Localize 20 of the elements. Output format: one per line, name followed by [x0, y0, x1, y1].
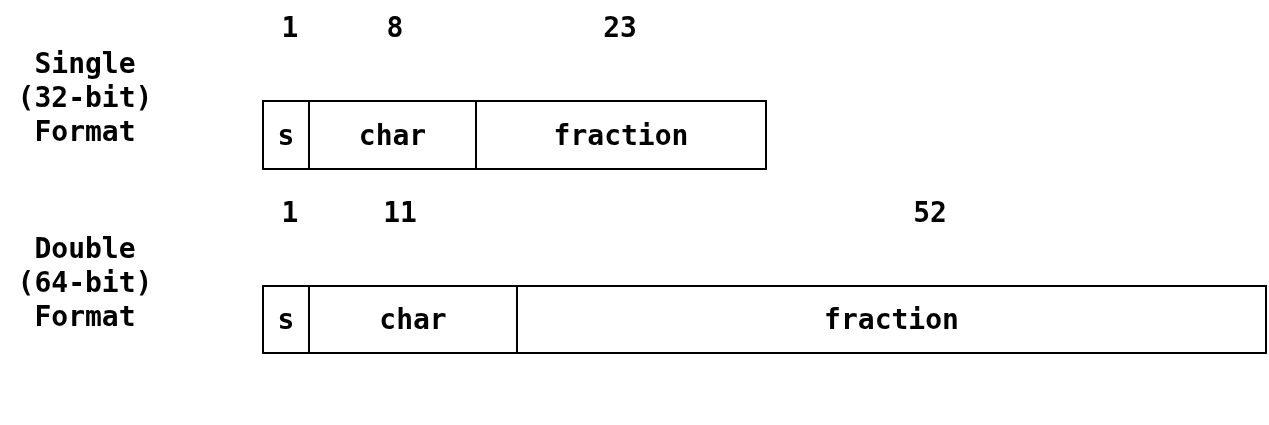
sign-field: [262, 100, 310, 170]
field-name: fraction: [824, 303, 959, 336]
bit-count: 52: [913, 196, 947, 230]
field-name: fraction: [553, 118, 689, 152]
bit-count: 23: [603, 11, 637, 45]
field-name: char: [379, 303, 447, 336]
bit-count: 1: [281, 11, 299, 45]
bit-count: 8: [386, 11, 404, 45]
field-name: s: [277, 118, 295, 152]
format-label: Single (32-bit) Format: [16, 47, 154, 149]
format-label: Double (64-bit) Format: [16, 232, 154, 334]
sign-field: [262, 285, 310, 354]
exponent-field: [308, 285, 518, 354]
field-name: s: [277, 303, 295, 336]
fraction-field: [475, 100, 767, 170]
field-name: char: [358, 118, 427, 152]
fraction-field: [516, 285, 1267, 354]
exponent-field: [308, 100, 477, 170]
bit-count: 11: [383, 196, 417, 230]
bit-count: 1: [281, 196, 299, 230]
